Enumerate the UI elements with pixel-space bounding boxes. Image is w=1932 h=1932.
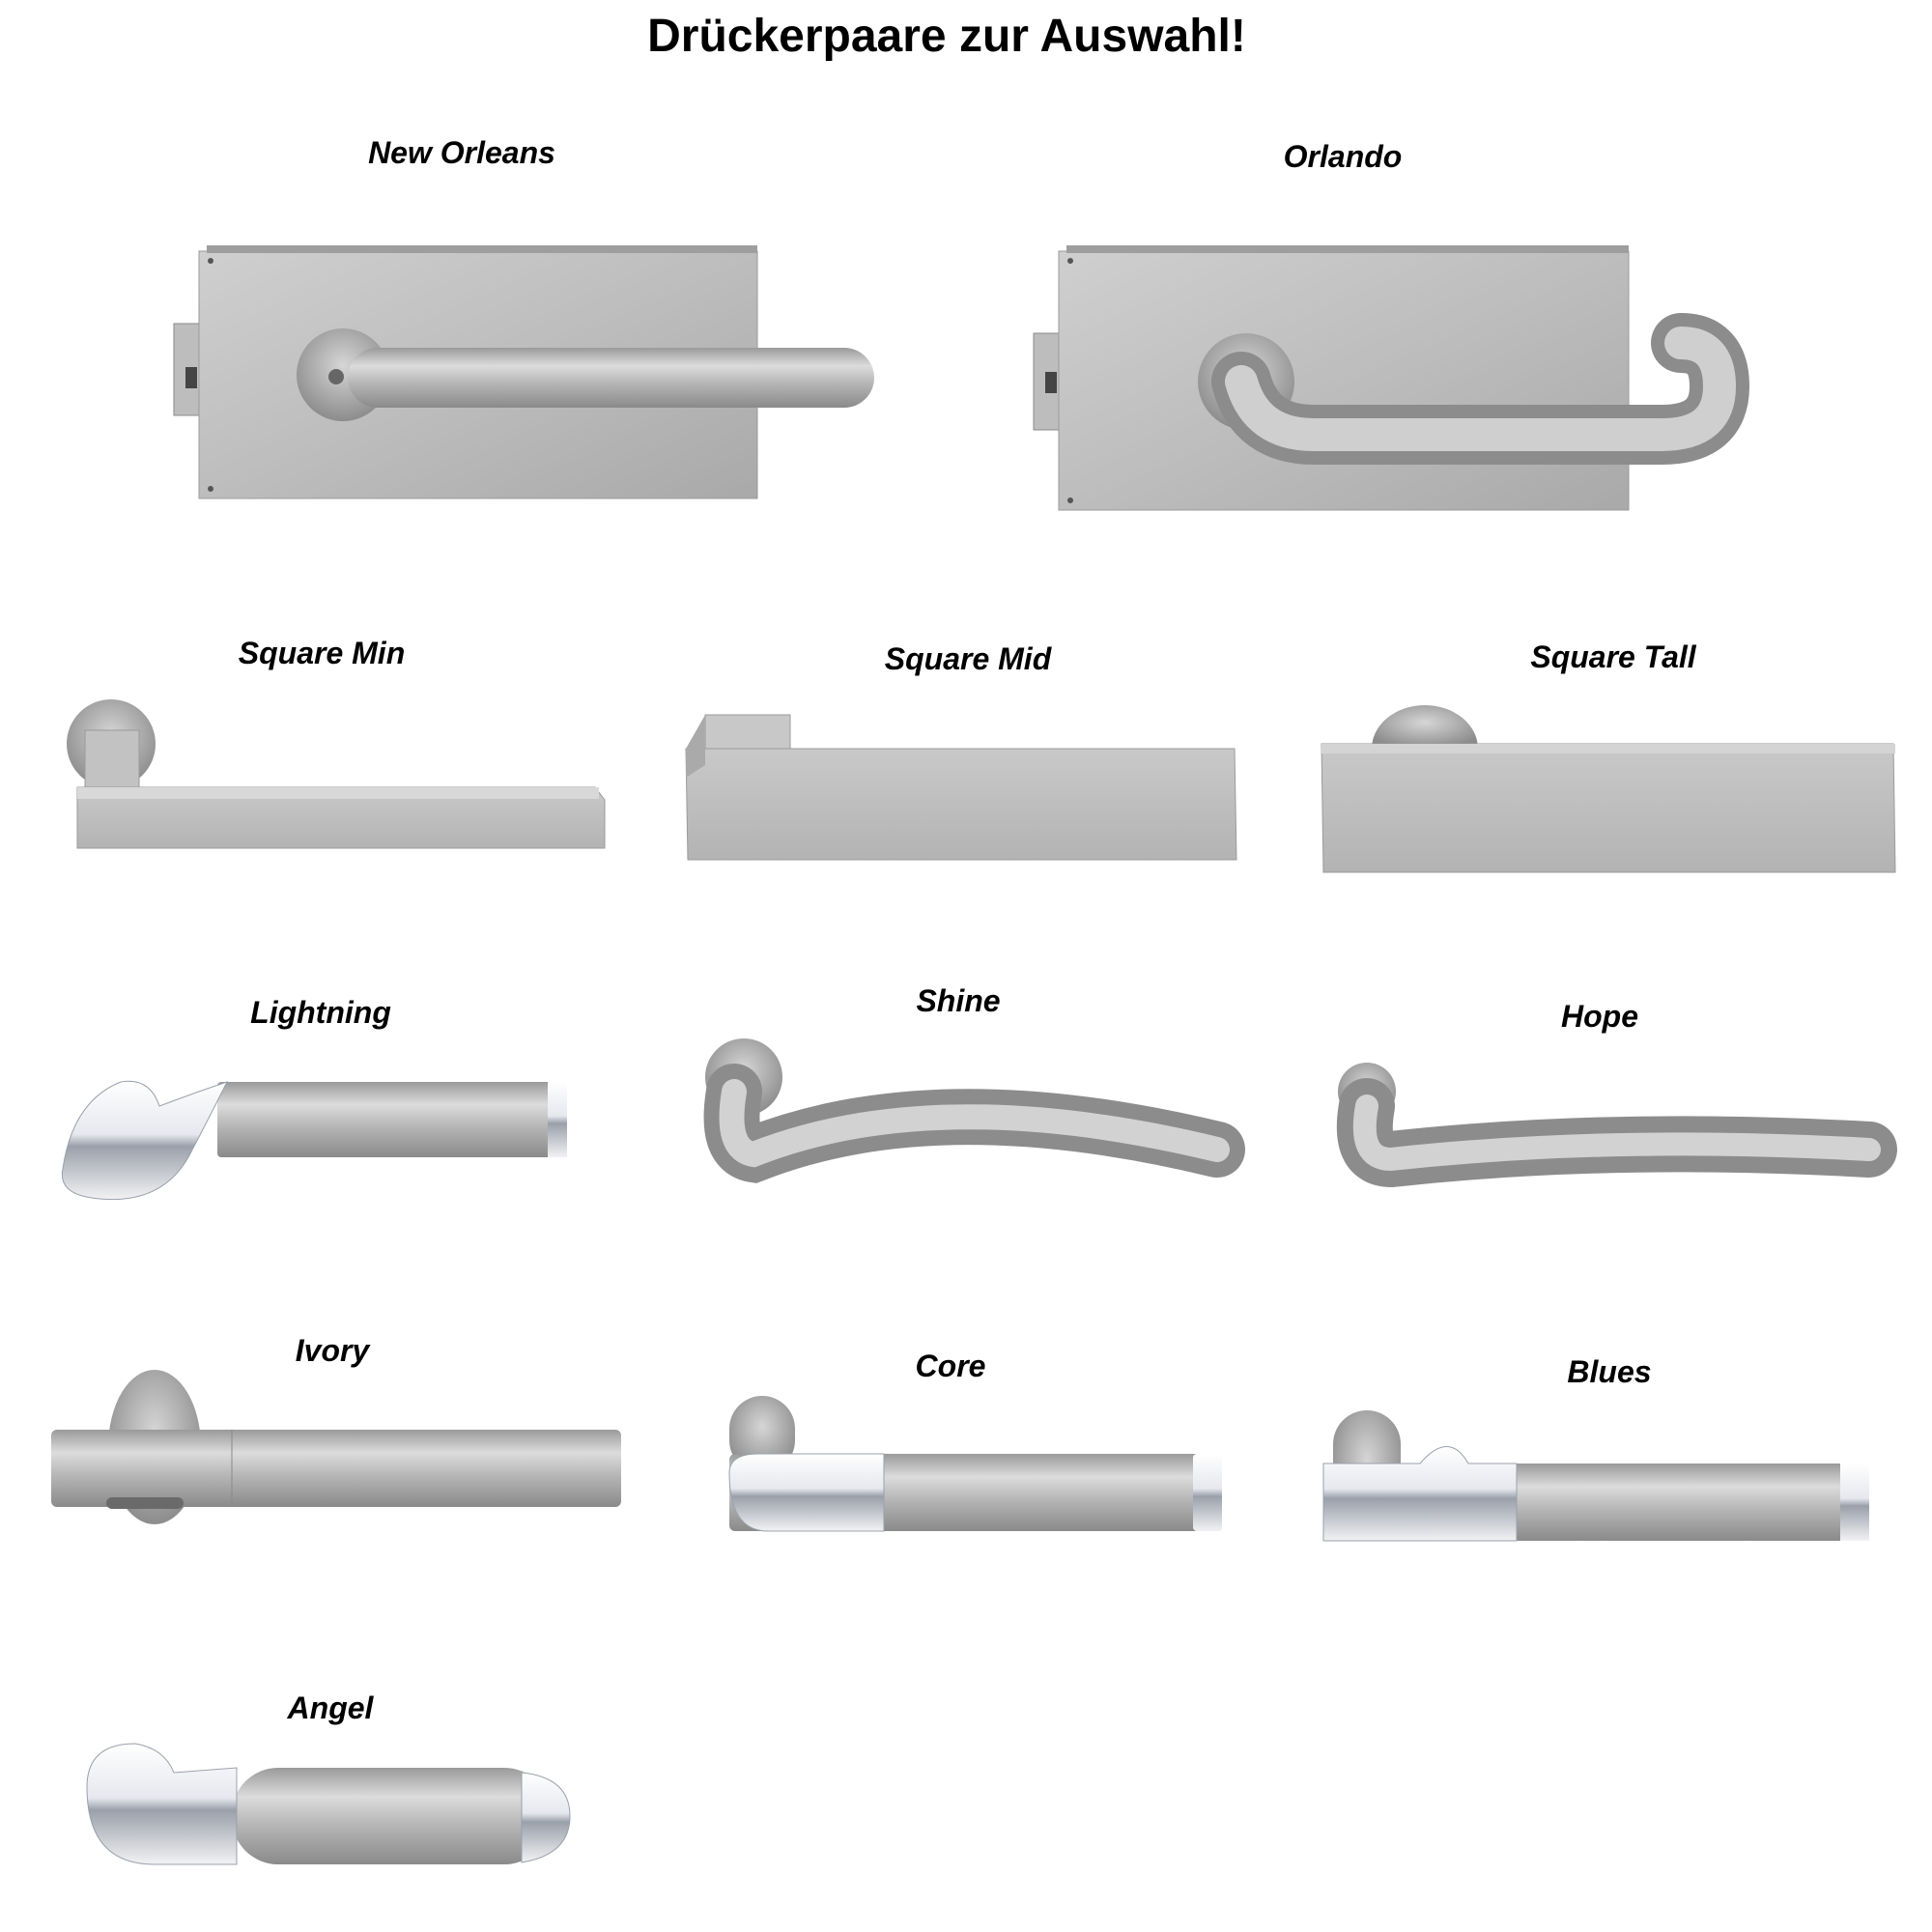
label-orlando: Orlando [1283, 139, 1403, 174]
handle-square-min-image [67, 699, 606, 849]
handle-new-orleans-image [173, 245, 874, 499]
handle-ivory-image [51, 1370, 621, 1524]
label-lightning: Lightning [250, 995, 391, 1030]
label-shine: Shine [916, 983, 1001, 1018]
label-square-mid: Square Mid [884, 641, 1052, 676]
label-square-min: Square Min [238, 636, 406, 670]
handle-square-tall-image [1321, 705, 1896, 873]
label-ivory: Ivory [295, 1333, 370, 1368]
handle-orlando-image [1033, 245, 1750, 511]
handle-blues-image [1322, 1410, 1869, 1542]
handle-core-image [728, 1396, 1222, 1532]
label-new-orleans: New Orleans [368, 135, 555, 170]
page-title: Drückerpaare zur Auswahl! [647, 11, 1246, 62]
label-angel: Angel [287, 1690, 374, 1725]
handle-hope-image [1336, 1063, 1897, 1188]
label-core: Core [915, 1349, 986, 1383]
handle-angel-image [86, 1743, 571, 1865]
label-square-tall: Square Tall [1530, 639, 1696, 674]
label-blues: Blues [1567, 1354, 1652, 1389]
handle-lightning-image [61, 1080, 567, 1201]
handle-square-mid-image [685, 714, 1237, 861]
label-hope: Hope [1561, 999, 1638, 1034]
handle-shine-image [703, 1038, 1245, 1183]
